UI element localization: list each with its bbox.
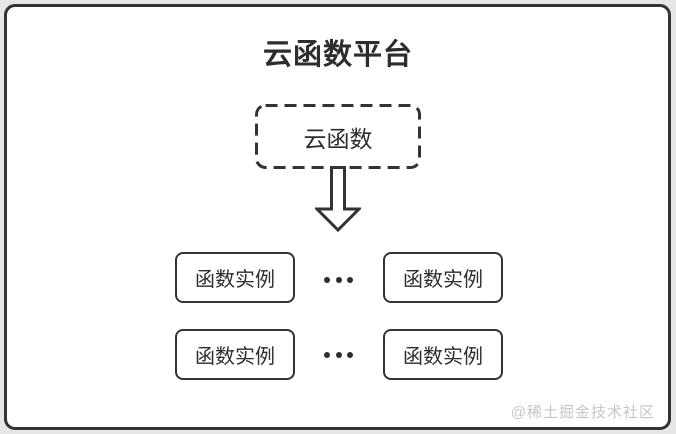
function-instance-node: 函数实例 <box>175 329 295 380</box>
cloud-function-label: 云函数 <box>303 125 373 152</box>
function-instance-node: 函数实例 <box>383 329 503 380</box>
watermark-text: @稀土掘金技术社区 <box>510 404 655 421</box>
function-instance-label: 函数实例 <box>195 269 275 291</box>
dot <box>335 352 342 358</box>
dot <box>324 277 330 283</box>
platform-title: 云函数平台 <box>262 39 413 71</box>
cloud-function-node: 云函数 <box>255 104 421 169</box>
function-instance-node: 函数实例 <box>175 252 295 303</box>
dot <box>335 277 342 283</box>
dot <box>347 277 353 283</box>
ellipsis-icon <box>324 352 353 358</box>
ellipsis-icon <box>324 277 353 283</box>
function-instance-node: 函数实例 <box>383 252 503 303</box>
dot <box>347 352 353 358</box>
down-arrow-icon <box>315 166 361 233</box>
function-instance-label: 函数实例 <box>195 346 275 368</box>
function-instance-label: 函数实例 <box>403 346 483 368</box>
function-instance-label: 函数实例 <box>403 269 483 291</box>
dot <box>324 352 330 358</box>
